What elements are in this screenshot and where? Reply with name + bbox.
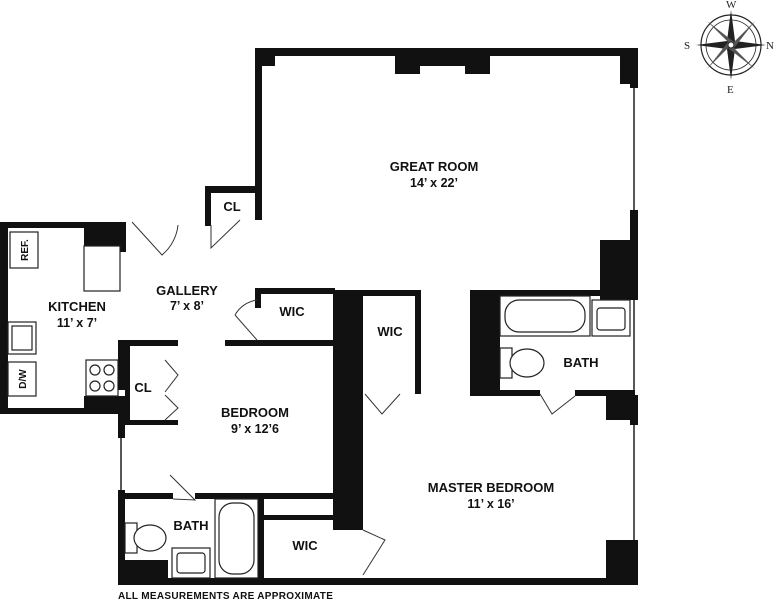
master-bedroom-label: MASTER BEDROOM <box>428 480 554 495</box>
compass-s-label: S <box>684 40 690 52</box>
kitchen-label: KITCHEN <box>48 299 106 314</box>
wic-gallery-label: WIC <box>279 304 305 319</box>
doors <box>131 219 576 576</box>
dishwasher-label: D/W <box>18 369 29 389</box>
bedroom-size: 9’ x 12’6 <box>231 422 279 436</box>
kitchen-size: 11’ x 7’ <box>57 316 97 330</box>
compass-n-label: N <box>766 40 774 52</box>
master-bedroom-size: 11’ x 16’ <box>467 497 514 511</box>
windows <box>3 88 635 540</box>
closet-top-label: CL <box>223 199 240 214</box>
gallery-label: GALLERY <box>156 283 218 298</box>
closet-bedroom-label: CL <box>134 380 151 395</box>
bedroom-label: BEDROOM <box>221 405 289 420</box>
outer-walls <box>0 48 638 585</box>
fridge-label: REF. <box>20 239 31 261</box>
compass-icon: W S N E <box>684 0 774 96</box>
great-room-size: 14’ x 22’ <box>410 176 458 190</box>
compass-e-label: E <box>727 84 734 96</box>
compass-w-label: W <box>726 0 737 11</box>
gallery-size: 7’ x 8’ <box>170 299 204 313</box>
interior-walls <box>84 222 635 585</box>
footer-note: ALL MEASUREMENTS ARE APPROXIMATE <box>118 591 333 600</box>
wic-bottom-label: WIC <box>292 538 318 553</box>
bath-label: BATH <box>173 518 208 533</box>
fixtures <box>7 231 631 579</box>
wic-master-label: WIC <box>377 324 403 339</box>
master-bath-label: BATH <box>563 355 598 370</box>
room-labels: GREAT ROOM 14’ x 22’ CL GALLERY 7’ x 8’ … <box>18 159 599 553</box>
great-room-label: GREAT ROOM <box>390 159 479 174</box>
